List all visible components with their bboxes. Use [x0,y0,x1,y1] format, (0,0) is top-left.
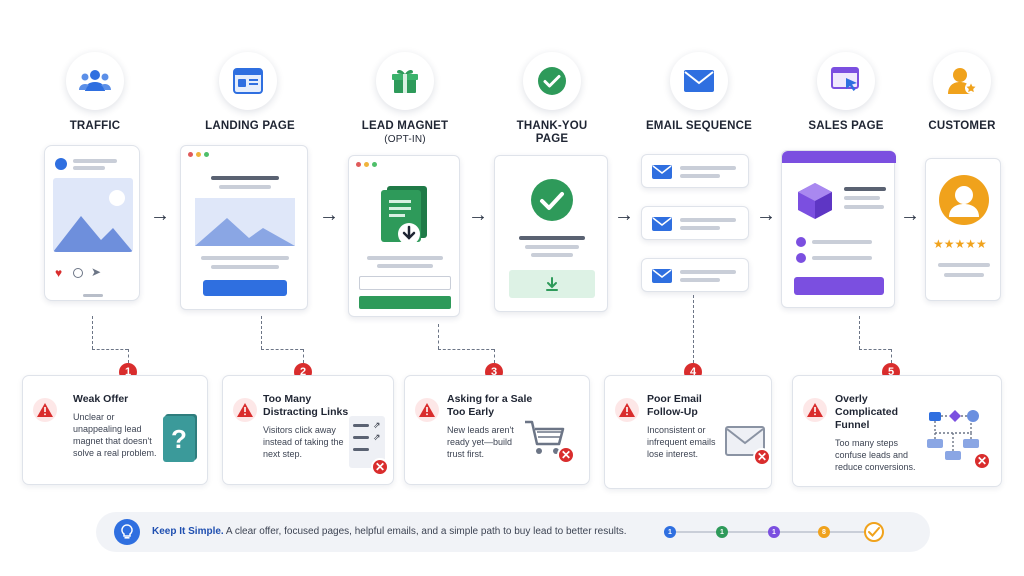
lightbulb-icon [114,519,140,545]
sales-stage-icon [817,52,875,110]
customer-avatar [939,175,989,225]
envelope-icon [652,217,672,231]
buy-button[interactable] [794,277,884,295]
email-card-1 [641,154,749,188]
warning-icon [33,398,57,422]
gift-icon [392,69,418,93]
error-x-icon: ✕ [557,446,575,464]
warning-icon [415,398,439,422]
landing-stage-icon [219,52,277,110]
download-icon [546,277,558,291]
step-dot-1: 1 [664,526,676,538]
problem-description: Inconsistent or infrequent emails lose i… [647,425,716,459]
problem-card-sale-too-early: Asking for a Sale Too Early New leads ar… [404,375,590,485]
stage-label-lead-magnet: LEAD MAGNET (OPT-IN) [361,120,449,145]
email-card-2 [641,206,749,240]
sales-page-mockup [781,150,896,308]
envelope-icon [684,70,714,92]
step-dot-3: 1 [768,526,780,538]
cursor-window-icon [831,67,859,91]
stage-label-thank-you: THANK-YOU PAGE [516,120,588,145]
envelope-icon [652,165,672,179]
arrow-4: → [614,204,634,226]
check-icon [796,253,806,263]
browser-icon [233,68,263,94]
thank-you-stage-icon [523,52,581,110]
problem-description: Too many steps confuse leads and reduce … [835,438,916,472]
success-check-icon [530,178,574,227]
stage-label-traffic: TRAFFIC [69,120,121,132]
problem-title: Poor Email Follow-Up [647,393,702,418]
comment-icon [73,268,83,278]
problem-card-weak-offer: Weak Offer Unclear or unappealing lead m… [22,375,208,485]
error-x-icon: ✕ [371,458,389,476]
footer-tip-bar: Keep It Simple. A clear offer, focused p… [96,512,930,552]
arrow-2: → [319,204,339,226]
check-circle-icon [538,67,566,95]
envelope-icon [725,426,765,461]
share-icon: ➤ [91,265,102,279]
lead-magnet-stage-icon [376,52,434,110]
thank-you-mockup [494,155,608,312]
question-book-icon: ? [161,412,199,469]
problem-title: Asking for a Sale Too Early [447,393,533,418]
lead-magnet-mockup [348,155,460,317]
cta-button[interactable] [203,280,287,296]
traffic-stage-icon [66,52,124,110]
step-dot-2: 1 [716,526,728,538]
error-x-icon: ✕ [753,448,771,466]
download-button[interactable] [509,270,595,298]
problem-description: Unclear or unappealing lead magnet that … [73,412,157,458]
footer-message: Keep It Simple. A clear offer, focused p… [152,526,627,537]
email-card-3 [641,258,749,292]
step-dot-4: 8 [818,526,830,538]
ebook-download-icon [379,184,431,253]
check-icon [796,237,806,247]
opt-in-button[interactable] [359,296,451,309]
final-check-icon [864,522,884,542]
warning-icon [233,398,257,422]
problem-card-email-follow-up: Poor Email Follow-Up Inconsistent or inf… [604,375,772,489]
problem-description: Visitors click away instead of taking th… [263,425,344,459]
rating-stars: ★★★★★ [933,237,987,251]
customer-star-icon [948,68,977,94]
stage-label-customer: CUSTOMER [928,120,996,132]
warning-icon [615,398,639,422]
heart-icon: ♥ [55,266,63,280]
arrow-5: → [756,204,776,226]
customer-stage-icon [933,52,991,110]
problem-card-distracting-links: Too Many Distracting Links Visitors clic… [222,375,394,485]
arrow-1: → [150,204,170,226]
image-placeholder [53,178,133,252]
warning-icon [803,398,827,422]
svg-text:?: ? [171,424,187,454]
flowchart-icon [925,404,987,475]
people-icon [79,70,111,91]
email-input[interactable] [359,276,451,290]
envelope-icon [652,269,672,283]
stage-label-email: EMAIL SEQUENCE [645,120,753,132]
traffic-phone-mockup: ♥ ➤ [44,145,140,301]
email-stage-icon [670,52,728,110]
problem-title: Overly Complicated Funnel [835,393,899,431]
arrow-3: → [468,204,488,226]
stage-label-landing: LANDING PAGE [205,120,295,132]
arrow-6: → [900,204,920,226]
hero-image [195,198,295,246]
stage-label-sales: SALES PAGE [808,120,884,132]
problem-card-complicated-funnel: Overly Complicated Funnel Too many steps… [792,375,1002,487]
problem-description: New leads aren't ready yet—build trust f… [447,425,514,459]
customer-mockup: ★★★★★ [925,158,1001,301]
problem-title: Weak Offer [73,393,129,405]
product-box-icon [796,181,834,226]
error-x-icon: ✕ [973,452,991,470]
problem-title: Too Many Distracting Links [263,393,349,418]
landing-page-mockup [180,145,308,310]
